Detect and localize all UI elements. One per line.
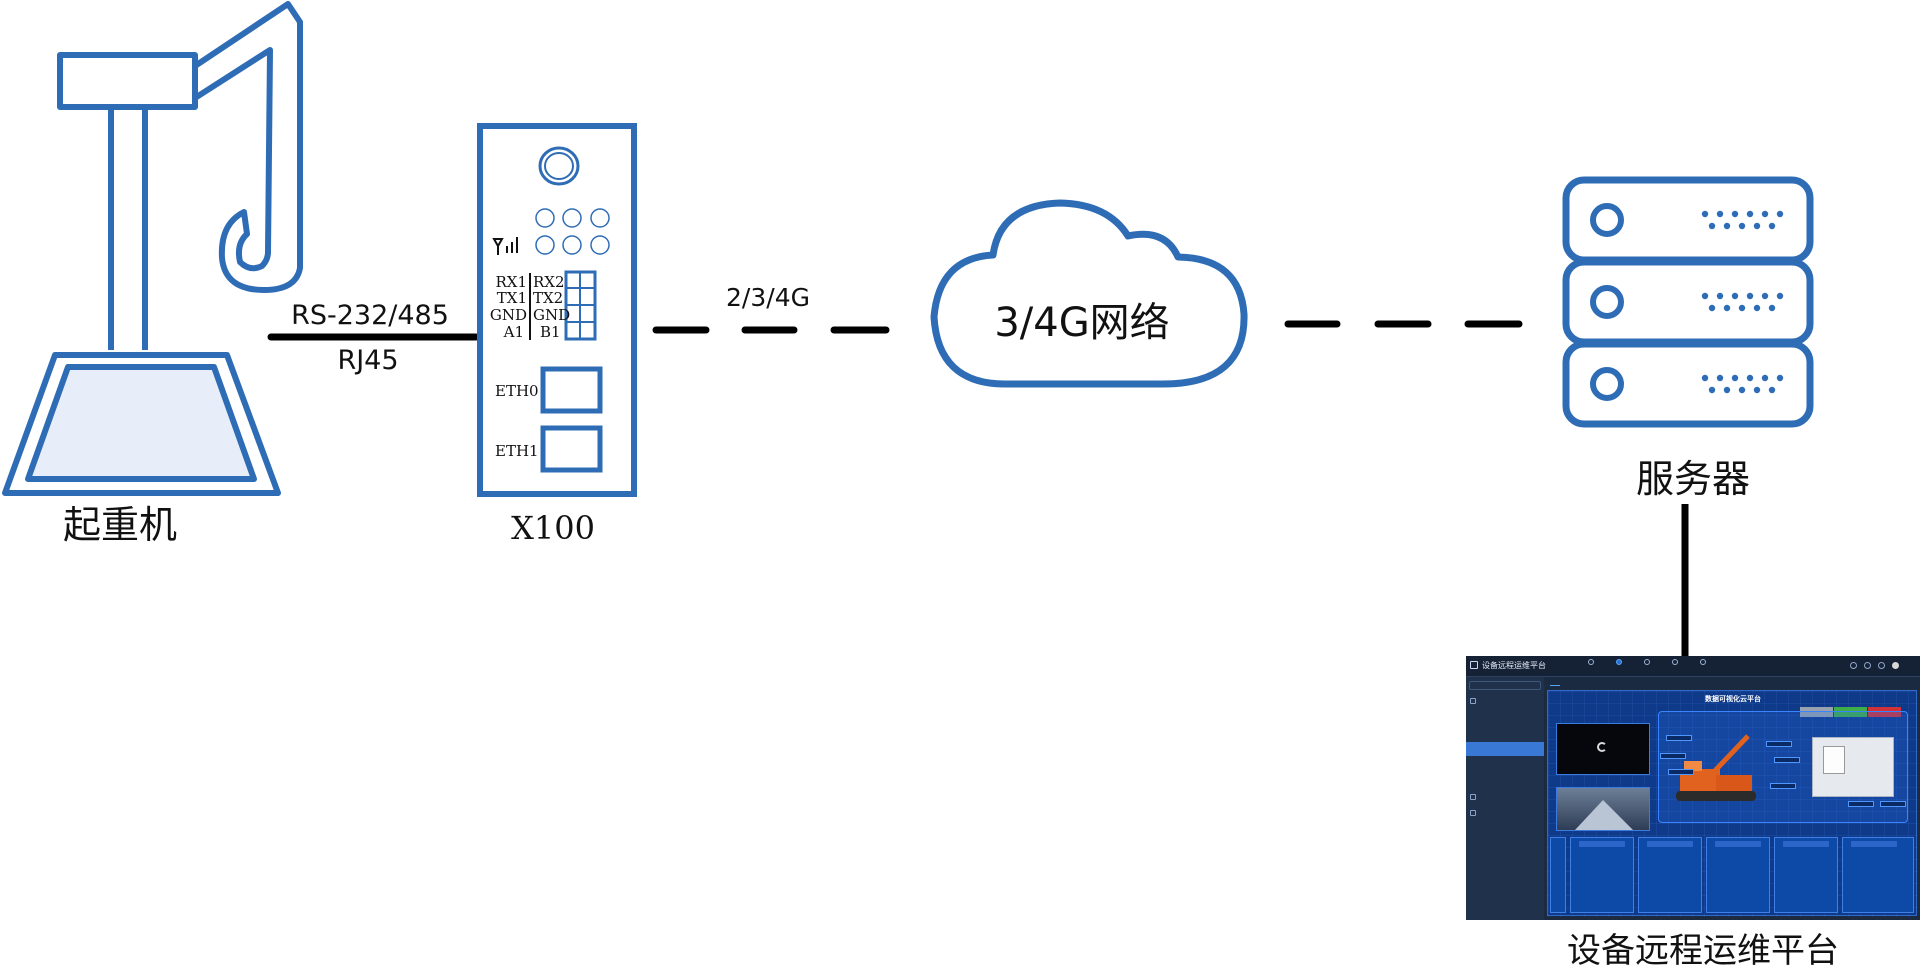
data-panel-2 <box>1638 837 1702 913</box>
data-panel-3 <box>1706 837 1770 913</box>
platform-label: 设备远程运维平台 <box>1567 931 1839 971</box>
nav-icon-3 <box>1634 659 1660 675</box>
signal-antenna-icon <box>492 237 518 255</box>
platform-screenshot: 设备远程运维平台 数据可视化云平台 <box>1466 656 1920 920</box>
dashboard-title: 数据可视化云平台 <box>1705 695 1761 703</box>
data-tag <box>1668 769 1694 775</box>
pin-left-3: A1 <box>503 323 524 341</box>
pin-right-1: TX2 <box>533 289 563 307</box>
video-feed-panel <box>1556 723 1650 775</box>
side-strip-panel <box>1550 837 1566 913</box>
data-tag <box>1666 735 1692 741</box>
server-icon <box>1562 176 1814 428</box>
pin-left-2: GND <box>490 306 527 324</box>
data-tag <box>1766 741 1792 747</box>
pin-right-0: RX2 <box>533 273 565 291</box>
eth0-label: ETH0 <box>495 382 539 400</box>
nav-icon-1 <box>1578 659 1604 675</box>
platform-sidebar <box>1466 677 1544 920</box>
pin-right-2: GND <box>533 306 570 324</box>
data-tag <box>1770 783 1796 789</box>
data-tag <box>1660 753 1686 759</box>
sidebar-item-active <box>1466 742 1544 756</box>
control-cabinet-image <box>1812 737 1894 797</box>
link-x100-cloud-label: 2/3/4G <box>726 283 810 312</box>
nav-icon-4 <box>1662 659 1688 675</box>
platform-tabs <box>1546 677 1920 689</box>
power-button-icon <box>538 146 580 186</box>
sidebar-item-2 <box>1466 726 1544 740</box>
server-indicator-dots <box>1701 210 1784 394</box>
platform-app-title: 设备远程运维平台 <box>1482 661 1546 670</box>
sidebar-group-1 <box>1466 694 1544 708</box>
x100-device-icon <box>477 123 637 497</box>
link-crane-x100-bottom-label: RJ45 <box>337 345 398 376</box>
link-crane-x100-top-label: RS-232/485 <box>291 300 449 331</box>
platform-topbar: 设备远程运维平台 <box>1466 656 1920 677</box>
crane-icon <box>2 1 303 496</box>
data-panel-1 <box>1570 837 1634 913</box>
eth1-label: ETH1 <box>495 442 539 460</box>
platform-dashboard: 数据可视化云平台 <box>1547 690 1918 917</box>
status-flags <box>1800 707 1901 717</box>
pin-left-1: TX1 <box>497 289 527 307</box>
sidebar-item-4 <box>1466 758 1544 772</box>
pin-left-0: RX1 <box>495 273 527 291</box>
crane-label: 起重机 <box>63 503 177 547</box>
nav-icon-2 <box>1606 659 1632 675</box>
loading-spinner-icon <box>1597 742 1607 752</box>
sidebar-item-1 <box>1466 710 1544 724</box>
platform-toolbar-icons <box>1850 662 1916 671</box>
cloud-icon <box>930 199 1248 388</box>
data-panel-5 <box>1842 837 1914 913</box>
data-tag <box>1774 757 1800 763</box>
nav-icon-5 <box>1690 659 1716 675</box>
server-label: 服务器 <box>1636 457 1750 501</box>
x100-label: X100 <box>511 509 595 547</box>
data-tag <box>1880 801 1906 807</box>
sidebar-group-3 <box>1466 806 1544 820</box>
sidebar-item-5 <box>1466 774 1544 788</box>
sidebar-group-2 <box>1466 790 1544 804</box>
home-icon <box>1470 661 1478 669</box>
sidebar-search-box <box>1469 681 1541 690</box>
pin-right-3: B1 <box>540 323 561 341</box>
data-tag <box>1848 801 1874 807</box>
data-panel-4 <box>1774 837 1838 913</box>
camera-mountain-image <box>1556 787 1650 831</box>
cloud-label: 3/4G网络 <box>994 300 1169 346</box>
platform-active-tab <box>1550 679 1560 686</box>
